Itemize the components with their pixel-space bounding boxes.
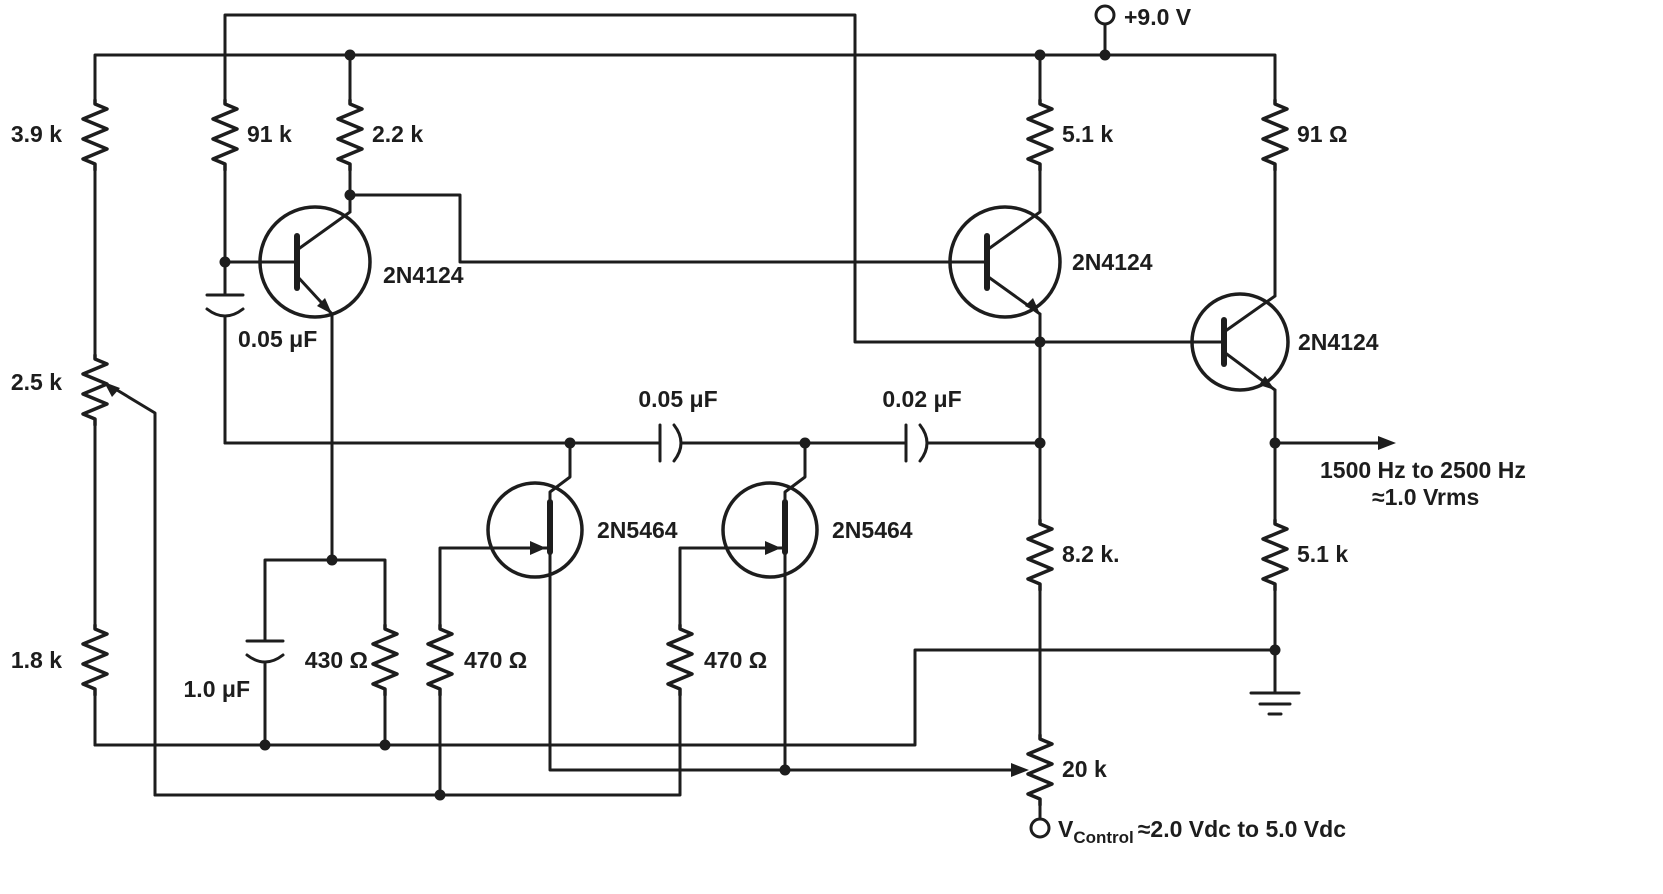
jfet-j2-drain-wire	[783, 441, 807, 504]
transistor-q1-body	[258, 205, 372, 319]
label-resistor-430: 430 Ω	[305, 647, 368, 673]
label-pot-20k: 20 k	[1062, 756, 1107, 782]
label-resistor-470-left: 470 Ω	[464, 647, 527, 673]
capacitor-input-0.05uF-symbol	[205, 293, 245, 445]
q2-emitter-arrow-icon	[1025, 298, 1040, 314]
control-voltage-label: VControl ≈2.0 Vdc to 5.0 Vdc	[1058, 816, 1346, 847]
label-resistor-5.1k-out: 5.1 k	[1297, 541, 1348, 567]
label-resistor-470-right: 470 Ω	[704, 647, 767, 673]
junction-dot	[779, 764, 791, 776]
q2-network-wires	[985, 168, 1042, 522]
label-capacitor-phase1: 0.05 μF	[638, 386, 717, 412]
control-voltage-subscript: Control	[1073, 828, 1133, 847]
j2-gate-arrow-icon	[765, 541, 781, 555]
junction-dot	[434, 789, 446, 801]
resistor-2.2k-symbol	[336, 98, 364, 172]
output-amplitude-label: ≈1.0 Vrms	[1372, 484, 1479, 510]
label-resistor-3.9k: 3.9 k	[11, 121, 62, 147]
label-transistor-q2: 2N4124	[1072, 249, 1153, 275]
resistor-5.1k-top-symbol	[1026, 98, 1054, 172]
jfet-j1-body	[486, 481, 584, 579]
emitter-network-wires	[263, 558, 387, 747]
label-transistor-q3: 2N4124	[1298, 329, 1379, 355]
control-terminal-icon	[1029, 817, 1051, 839]
junction-dot	[1034, 49, 1046, 61]
q1-emitter-arrow-icon	[317, 298, 332, 314]
supply-terminal-icon	[1094, 4, 1116, 26]
output-frequency-label: 1500 Hz to 2500 Hz	[1320, 457, 1526, 483]
capacitor-phase2-0.02uF-symbol	[904, 423, 929, 463]
junction-dot	[344, 189, 356, 201]
junction-dot	[1034, 336, 1046, 348]
label-capacitor-input: 0.05 μF	[238, 326, 317, 352]
resistor-1.8k-symbol	[81, 623, 109, 697]
supply-and-feedback-rails	[93, 13, 1277, 344]
q3-emitter-arrow-icon	[1259, 376, 1275, 390]
capacitor-emitter-1.0uF-symbol	[245, 639, 285, 747]
junction-dot	[344, 49, 356, 61]
label-resistor-91k: 91 k	[247, 121, 292, 147]
junction-dot	[326, 554, 338, 566]
junction-dot	[219, 256, 231, 268]
pot-20k-wiper-wire	[548, 550, 1015, 772]
junction-dot	[1269, 644, 1281, 656]
transistor-q2-body	[948, 205, 1062, 319]
junction-dot	[564, 437, 576, 449]
j1-gate-arrow-icon	[530, 541, 546, 555]
resistor-470-right-symbol	[666, 623, 694, 697]
capacitor-phase1-0.05uF-symbol	[658, 423, 683, 463]
label-capacitor-phase2: 0.02 μF	[882, 386, 961, 412]
junction-dot	[379, 739, 391, 751]
pot-2.5k-symbol	[81, 353, 109, 427]
control-voltage-prefix: V	[1058, 816, 1074, 842]
jfet-j2-body	[721, 481, 819, 579]
resistor-91k-symbol	[211, 98, 239, 172]
q1-network-wires	[223, 168, 989, 562]
label-pot-2.5k: 2.5 k	[11, 369, 62, 395]
junction-dot	[259, 739, 271, 751]
label-jfet-j1: 2N5464	[597, 517, 678, 543]
resistor-3.9k-symbol	[81, 98, 109, 172]
supply-voltage-label: +9.0 V	[1124, 4, 1192, 30]
label-capacitor-emitter: 1.0 μF	[184, 676, 250, 702]
label-resistor-5.1k-top: 5.1 k	[1062, 121, 1113, 147]
resistor-91ohm-symbol	[1261, 98, 1289, 172]
output-arrow-icon	[1378, 436, 1396, 450]
label-resistor-2.2k: 2.2 k	[372, 121, 423, 147]
pot-20k-wiper-arrow-icon	[1011, 763, 1029, 777]
junction-dot	[799, 437, 811, 449]
pot-2.5k-wiper-arrow-icon	[104, 382, 120, 397]
junction-dot	[1269, 437, 1281, 449]
control-voltage-range: ≈2.0 Vdc to 5.0 Vdc	[1138, 816, 1346, 842]
resistor-8.2k-symbol	[1026, 518, 1054, 592]
jfet-j2-gate-wire	[678, 546, 787, 627]
junction-dot	[1034, 437, 1046, 449]
resistor-430-symbol	[371, 623, 399, 697]
ground-icon	[1249, 648, 1301, 716]
q3-network-wires	[1222, 168, 1277, 445]
jfet-j1-drain-wire	[548, 441, 572, 504]
resistor-5.1k-out-symbol	[1261, 518, 1289, 592]
pot-2.5k-wiper-wire	[110, 385, 157, 797]
label-transistor-q1: 2N4124	[383, 262, 464, 288]
jfet-j1-gate-wire	[438, 546, 552, 627]
label-resistor-8.2k: 8.2 k.	[1062, 541, 1120, 567]
ground-rail	[93, 648, 1277, 747]
label-resistor-91ohm: 91 Ω	[1297, 121, 1347, 147]
label-jfet-j2: 2N5464	[832, 517, 913, 543]
junction-dot	[1099, 49, 1111, 61]
resistor-470-left-symbol	[426, 623, 454, 697]
label-resistor-1.8k: 1.8 k	[11, 647, 62, 673]
pot-20k-symbol	[1026, 733, 1054, 807]
transistor-q3-body	[1190, 292, 1290, 392]
